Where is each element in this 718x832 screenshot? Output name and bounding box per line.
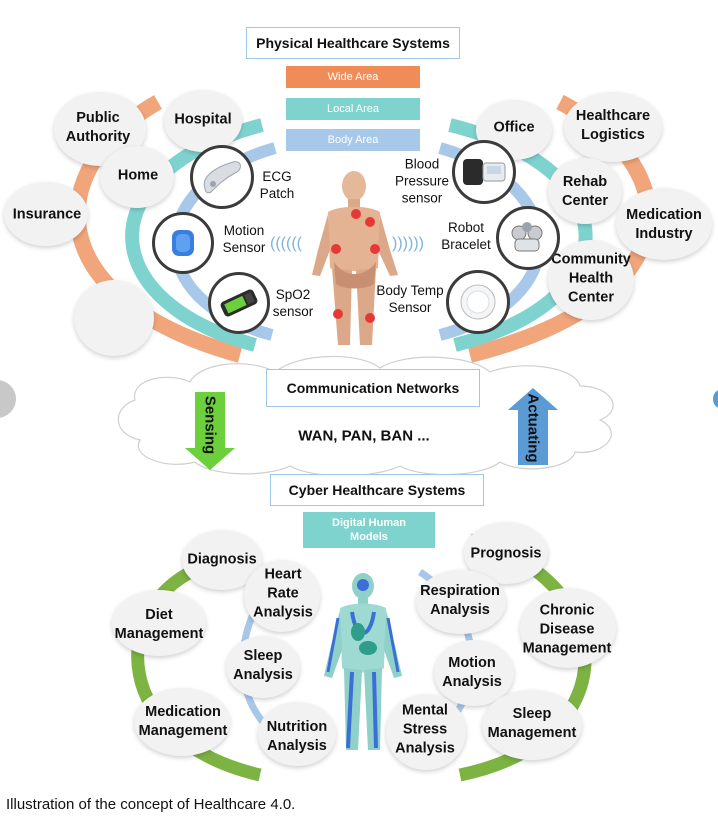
prev-marker [0, 380, 16, 418]
label-ecg-patch: ECG Patch [259, 169, 295, 201]
bubble-empty [74, 280, 154, 356]
label-sleep-management: Sleep Management [487, 706, 577, 741]
label-heart-rate-analysis: Heart Rate Analysis [253, 566, 313, 621]
label-respiration-analysis: Respiration Analysis [420, 583, 500, 618]
network-cloud [117, 355, 614, 477]
bubble-nutrition-bg [258, 702, 336, 766]
label-office: Office [493, 119, 535, 136]
bubble-sleep-mgmt-bg [482, 690, 582, 760]
bubble-medication-bg [134, 688, 230, 756]
label-diagnosis: Diagnosis [187, 551, 257, 568]
label-spo2-sensor: SpO2 sensor [272, 287, 314, 319]
physical-title: Physical Healthcare Systems [246, 27, 460, 59]
human-body-icon [312, 171, 398, 345]
bubble-diet-bg [112, 590, 206, 656]
label-prognosis: Prognosis [470, 545, 542, 562]
wide-area-bar: Wide Area [286, 66, 420, 88]
pulse-oximeter-icon [208, 272, 270, 334]
bubble-rehab-bg [548, 158, 622, 224]
network-types: WAN, PAN, BAN ... [298, 427, 430, 445]
actuating-arrow [508, 388, 558, 465]
bubble-insurance-bg [4, 182, 88, 246]
bubble-chronic-bg [520, 588, 616, 668]
label-nutrition-analysis: Nutrition Analysis [266, 719, 328, 754]
label-mental-stress-analysis: Mental Stress Analysis [395, 702, 455, 757]
signal-right-icon: )))))) [392, 235, 424, 252]
motion-sensor-icon [152, 212, 214, 274]
label-body-temp-sensor: Body Temp Sensor [376, 283, 444, 315]
body-temp-sensor-icon [446, 270, 510, 334]
sensing-label: Sensing [201, 395, 219, 455]
label-motion-sensor: Motion Sensor [222, 223, 266, 255]
next-marker [713, 390, 718, 408]
bubble-respiration-bg [416, 570, 506, 634]
actuating-label: Actuating [524, 393, 542, 463]
bubble-logistics-bg [564, 92, 662, 162]
sensing-arrow [185, 392, 235, 470]
label-motion-analysis: Motion Analysis [442, 655, 502, 690]
bubble-sleep-analysis-bg [226, 636, 300, 698]
cyber-title: Cyber Healthcare Systems [270, 474, 484, 506]
label-sleep-analysis: Sleep Analysis [233, 648, 293, 683]
body-sensor-markers [331, 209, 380, 323]
label-community-health-center: Community Health Center [551, 251, 631, 306]
digital-human-icon [324, 573, 402, 750]
body-area-bar: Body Area [286, 129, 420, 151]
label-chronic-disease-management: Chronic Disease Management [522, 602, 612, 657]
robot-bracelet-icon [496, 206, 560, 270]
local-area-bar: Local Area [286, 98, 420, 120]
bubble-community-bg [548, 240, 634, 320]
ecg-patch-icon [190, 145, 254, 209]
signal-left-icon: (((((( [270, 235, 303, 252]
label-insurance: Insurance [12, 206, 82, 223]
label-medication-management: Medication Management [138, 704, 228, 739]
label-hospital: Hospital [174, 111, 232, 128]
bubble-motion-analysis-bg [434, 640, 514, 706]
network-title: Communication Networks [266, 369, 480, 407]
bubble-mental-bg [386, 694, 466, 770]
bubble-hospital-bg [164, 90, 242, 152]
label-public-authority: Public Authority [65, 110, 131, 145]
label-home: Home [117, 167, 159, 184]
bubble-home-bg [100, 146, 174, 208]
label-healthcare-logistics: Healthcare Logistics [575, 108, 651, 143]
bubble-medication-industry-bg [616, 188, 712, 260]
bubble-heart-bg [244, 560, 320, 632]
label-rehab-center: Rehab Center [562, 174, 608, 209]
label-diet-management: Diet Management [114, 607, 204, 642]
digital-human-models-box: Digital Human Models [303, 512, 435, 548]
blood-pressure-monitor-icon [452, 140, 516, 204]
label-medication-industry: Medication Industry [626, 207, 702, 242]
label-robot-bracelet: Robot Bracelet [441, 220, 491, 252]
label-blood-pressure-sensor: Blood Pressure sensor [394, 156, 450, 206]
figure-caption: Illustration of the concept of Healthcar… [6, 796, 296, 813]
